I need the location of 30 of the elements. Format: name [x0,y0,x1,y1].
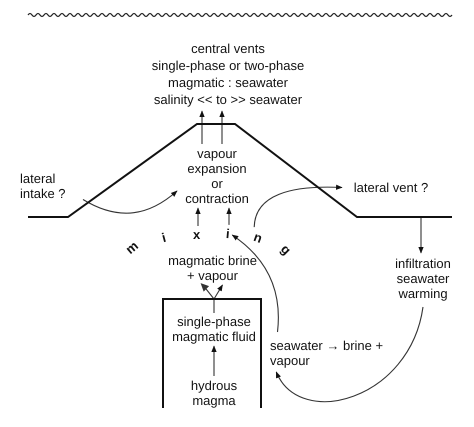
arrow [199,110,205,144]
process-text: hydrous magma [179,378,249,408]
mixing-letter: g [278,241,294,258]
process-text: seawater → brine + vapour [270,338,395,368]
process-text: infiltration seawater warming [383,256,463,301]
description-text: salinity << to >> seawater [152,91,304,108]
arrow [219,110,225,144]
mixing-letter: i [160,230,168,246]
arrow [200,283,224,314]
arrow [82,190,178,214]
process-text: lateral vent ? [346,180,436,195]
process-text: lateral intake ? [20,171,75,201]
process-text: vapour expansion or contraction [183,146,251,206]
mixing-letter: n [252,229,264,246]
arrow [418,218,424,254]
arrow [211,345,217,376]
arrow [276,306,424,402]
description-text: magmatic : seawater [167,74,289,91]
mixing-letter: x [193,227,200,242]
heading-text: central vents [190,40,266,57]
chamber-box [162,298,262,408]
arrow [226,207,232,225]
mixing-letter: i [225,226,230,242]
arrow [232,234,279,332]
arrow [195,207,201,226]
mixing-letter: m [122,238,142,257]
process-text: single-phase magmatic fluid [172,314,256,344]
process-text: magmatic brine + vapour [165,253,260,283]
description-text: single-phase or two-phase [150,57,306,74]
arrow [254,184,343,228]
